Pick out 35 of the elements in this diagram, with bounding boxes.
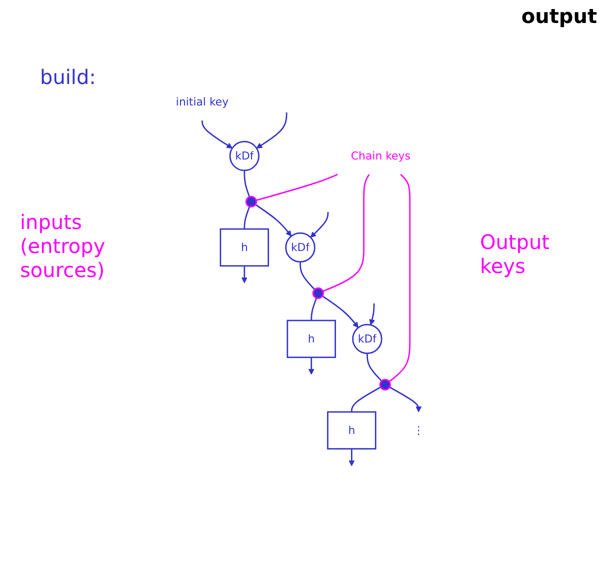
arrow	[241, 266, 248, 284]
node-text: initial key	[176, 95, 229, 108]
connector	[388, 174, 411, 382]
arrow	[308, 357, 314, 375]
arrow	[202, 120, 233, 148]
connector	[256, 174, 338, 201]
connector	[300, 262, 316, 290]
connector	[366, 353, 382, 382]
connector	[322, 174, 370, 292]
connector	[244, 170, 250, 198]
node-box: h	[220, 228, 270, 267]
node-box: h	[327, 411, 376, 450]
node-circle	[379, 378, 391, 390]
node-circle: kDf	[229, 140, 260, 172]
node-box: h	[286, 320, 336, 358]
section-label: build:	[40, 65, 96, 89]
arrow	[348, 448, 355, 466]
arrow	[310, 212, 329, 238]
node-circle: kDf	[285, 232, 316, 263]
heading-text: output	[521, 4, 597, 28]
connector	[244, 206, 250, 230]
connector	[310, 298, 318, 320]
arrow	[256, 112, 288, 148]
arrow	[389, 386, 422, 412]
node-text: ⋮	[413, 424, 424, 437]
annotation-text: Output keys	[480, 230, 550, 278]
node-circle	[312, 287, 324, 299]
node-circle	[245, 196, 258, 208]
annotation-text: inputs (entropy sources)	[20, 210, 106, 282]
arrow	[255, 204, 292, 236]
connector	[350, 386, 381, 412]
node-circle: kDf	[352, 324, 382, 354]
arrow	[369, 303, 376, 326]
node-text: Chain keys	[350, 149, 410, 162]
arrow	[322, 296, 359, 328]
